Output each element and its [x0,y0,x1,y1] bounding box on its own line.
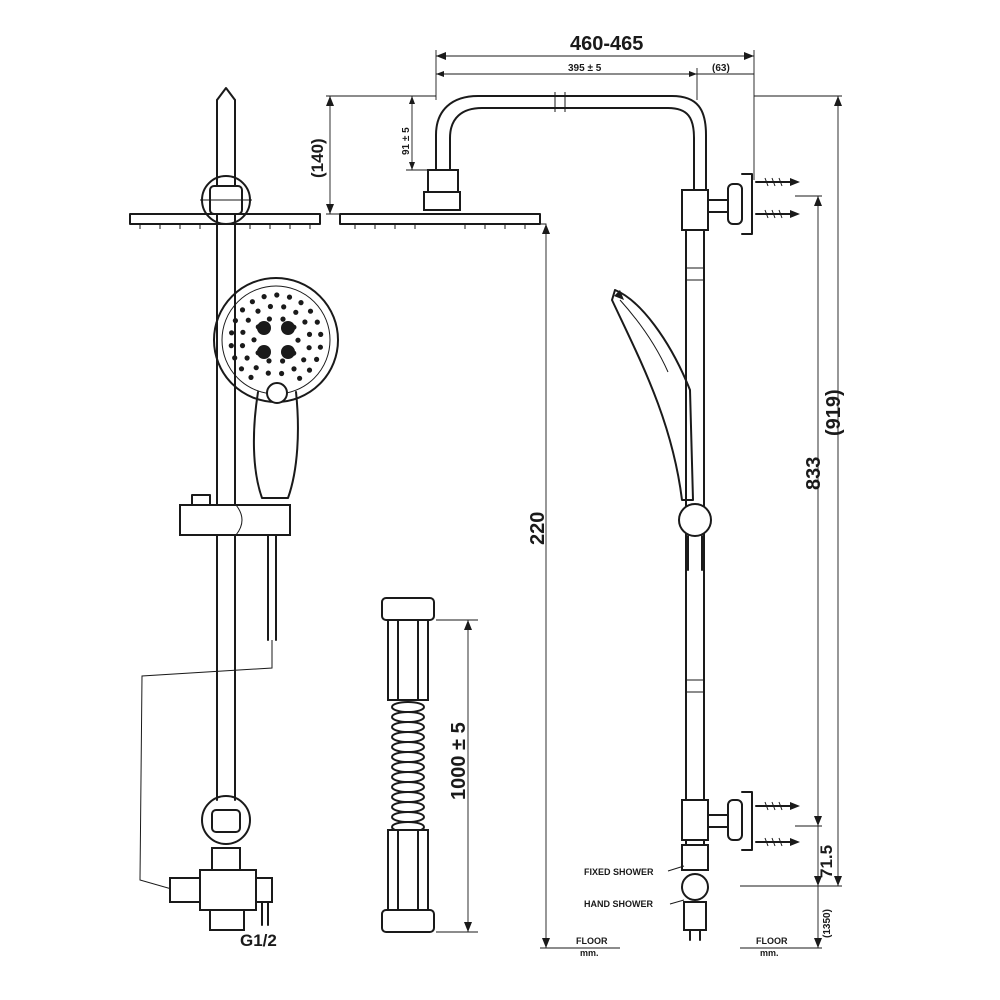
front-view: G1/2 [129,87,339,950]
thread-label: G1/2 [240,931,277,950]
head-height-dim: 220 [527,512,549,545]
arm-length-dim: 395 ± 5 [568,63,602,74]
nozzle-dot [244,355,250,361]
nozzle-dot [286,294,293,300]
hose-coil-loop [391,811,425,823]
hand-shower-label: HAND SHOWER [584,899,653,909]
nozzle-dot [266,358,272,364]
nozzle-dot [248,374,254,380]
nozzle-dot [293,309,299,315]
nozzle-dot [274,292,280,298]
nozzle-dot [297,375,303,381]
nozzle-dot [298,300,304,306]
nozzle-dot [301,357,307,363]
unit-label-right: mm. [760,948,779,958]
side-view: FIXED SHOWER HAND SHOWER [339,92,800,941]
nozzle-dot [280,316,286,322]
nozzle-dot [261,294,267,300]
nozzle-dot [281,304,287,310]
arm-drop-dim: 91 ± 5 [401,127,412,155]
hose-coil-loop [391,751,425,763]
nozzle-dot [307,308,314,314]
nozzle-dot [295,337,301,343]
hose-coil-loop [391,731,425,743]
nozzle-dot [306,331,313,337]
nozzle-dot [265,370,271,376]
unit-label-left: mm. [580,948,599,958]
hose-coil-loop [391,701,425,713]
nozzle-dot [317,344,323,350]
hose-coil-loop [391,801,425,813]
hose-coil-loop [391,761,425,773]
nozzle-dot [280,358,286,364]
bottom-offset-dim: 71.5 [817,845,836,878]
bracket-spacing-dim: 833 [803,457,825,490]
nozzle-dot [318,331,324,337]
nozzle-dot [232,355,238,361]
hose-coil-loop [391,711,425,723]
dimension-lines: 460-465 395 ± 5 (63) (140) 91 ± 5 220 83… [308,33,845,958]
nozzle-dot [255,308,261,314]
hose-coil-loop [391,721,425,733]
nozzle-dot [291,366,297,372]
nozzle-dot [314,319,320,325]
head-drop-dim: (140) [308,138,327,178]
nozzle-dot [229,330,235,336]
nozzle-dot [245,317,251,323]
nozzle-dot [232,318,238,324]
nozzle-dot [251,337,257,343]
floor-label-right: FLOOR [756,936,788,946]
hand-shower-face [213,277,339,499]
hose-coil [391,701,425,833]
nozzle-dot [279,370,285,377]
nozzle-dot [228,343,234,349]
nozzle-dot [249,299,255,305]
inlet-height-dim: (1350) [822,909,833,938]
nozzle-pattern [228,292,324,381]
hose-detail: 1000 ± 5 [381,597,478,933]
total-height-dim: (919) [823,389,845,436]
overall-width-dim: 460-465 [570,33,643,55]
hose-coil-loop [391,771,425,783]
wall-offset-dim: (63) [712,63,730,74]
nozzle-dot [314,356,320,362]
nozzle-dot [267,303,273,310]
hose-coil-loop [391,741,425,753]
nozzle-dot [238,366,245,372]
nozzle-dot [253,365,259,371]
nozzle-dot [239,307,246,313]
floor-label-left: FLOOR [576,936,608,946]
hose-coil-loop [391,781,425,793]
nozzle-dot [239,343,246,349]
hose-length-dim: 1000 ± 5 [448,722,470,800]
nozzle-dot [302,319,308,325]
nozzle-dot [266,316,272,322]
hose-coil-loop [391,791,425,803]
nozzle-dot [240,329,246,335]
nozzle-dot [306,367,313,373]
fixed-shower-label: FIXED SHOWER [584,867,654,877]
nozzle-dot [306,345,312,351]
